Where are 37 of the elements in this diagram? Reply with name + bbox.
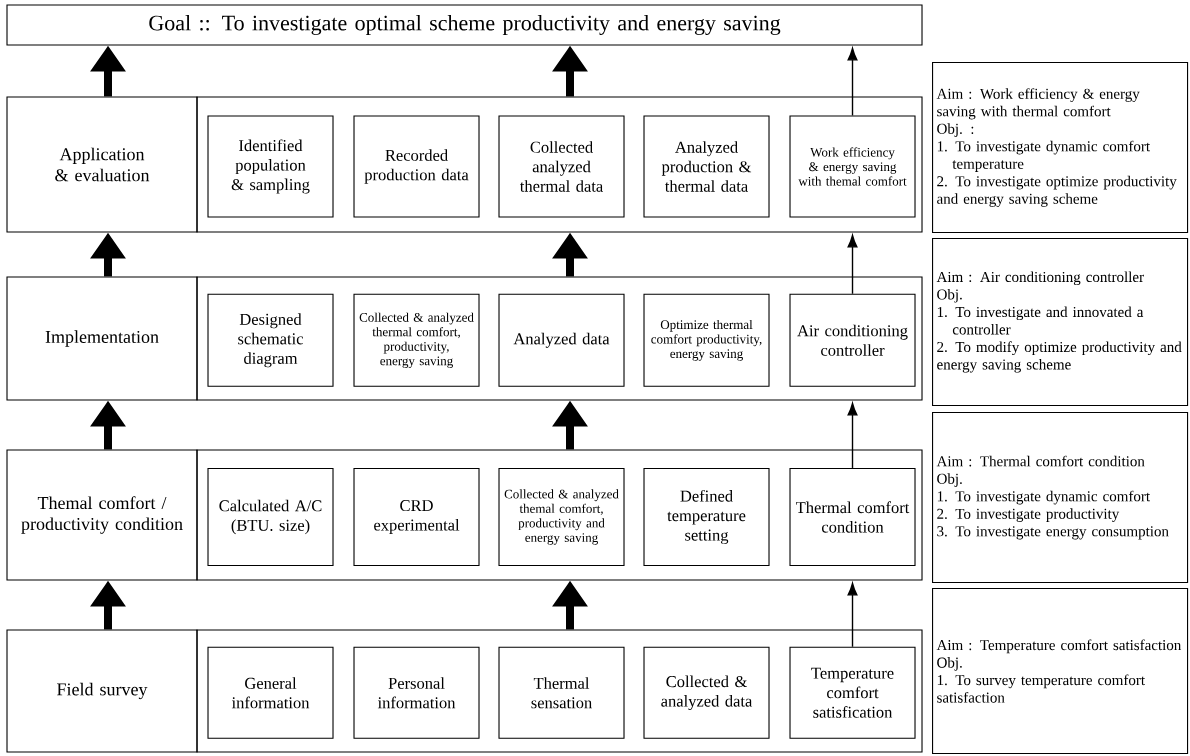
stage-panel	[196, 96, 923, 233]
step-box: Optimize thermal comfort productivity, energy saving	[643, 293, 770, 387]
aim-box: Aim : Air conditioning controller Obj. 1. To investigate and innovated a controller 2. To modify optimize productivity and energy saving scheme	[932, 238, 1189, 407]
stage-label-box: Themal comfort / productivity condition	[6, 449, 198, 581]
step-box: Recorded production data	[353, 115, 480, 218]
aim-box: Aim : Temperature comfort satisfaction Obj. 1. To survey temperature comfort satisfaction	[932, 588, 1189, 755]
stage-panel	[196, 276, 923, 401]
step-box: Collected & analyzed thermal comfort, productivity, energy saving	[353, 293, 480, 387]
arrow	[847, 582, 858, 648]
arrow	[847, 47, 858, 117]
arrow	[847, 234, 858, 295]
arrow	[847, 402, 858, 469]
step-box: Collected analyzed thermal data	[498, 115, 625, 218]
step-box: Air conditioning controller	[789, 293, 916, 387]
step-box: Collected & analyzed data	[643, 646, 770, 739]
step-box: Identified population & sampling	[207, 115, 334, 218]
step-box: General information	[207, 646, 334, 739]
aim-box: Aim : Work efficiency & energy saving with thermal comfort Obj. : 1. To investigate dynamic comfort temperature 2. To investigate optimize productivity and energy saving scheme	[932, 62, 1189, 234]
stage-label-box: Application & evaluation	[6, 96, 198, 233]
step-box: Designed schematic diagram	[207, 293, 334, 387]
step-box: CRD experimental	[353, 467, 480, 567]
stage-panel	[196, 629, 923, 753]
step-box: Collected & analyzed themal comfort, productivity and energy saving	[498, 467, 625, 567]
step-box: Thermal sensation	[498, 646, 625, 739]
step-box: Analyzed data	[498, 293, 625, 387]
stage-label-box: Field survey	[6, 629, 198, 753]
aim-box: Aim : Thermal comfort condition Obj. 1. To investigate dynamic comfort 2. To investigate productivity 3. To investigate energy consumption	[932, 412, 1189, 584]
step-box: Analyzed production & thermal data	[643, 115, 770, 218]
step-box: Calculated A/C (BTU. size)	[207, 467, 334, 567]
stage-panel	[196, 449, 923, 581]
stage-label-box: Implementation	[6, 276, 198, 401]
step-box: Defined temperature setting	[643, 467, 770, 567]
goal-box: Goal :: To investigate optimal scheme productivity and energy saving	[6, 4, 923, 46]
step-box: Temperature comfort satisfication	[789, 646, 916, 739]
step-box: Work efficiency & energy saving with themal comfort	[789, 115, 916, 218]
step-box: Thermal comfort condition	[789, 467, 916, 567]
step-box: Personal information	[353, 646, 480, 739]
